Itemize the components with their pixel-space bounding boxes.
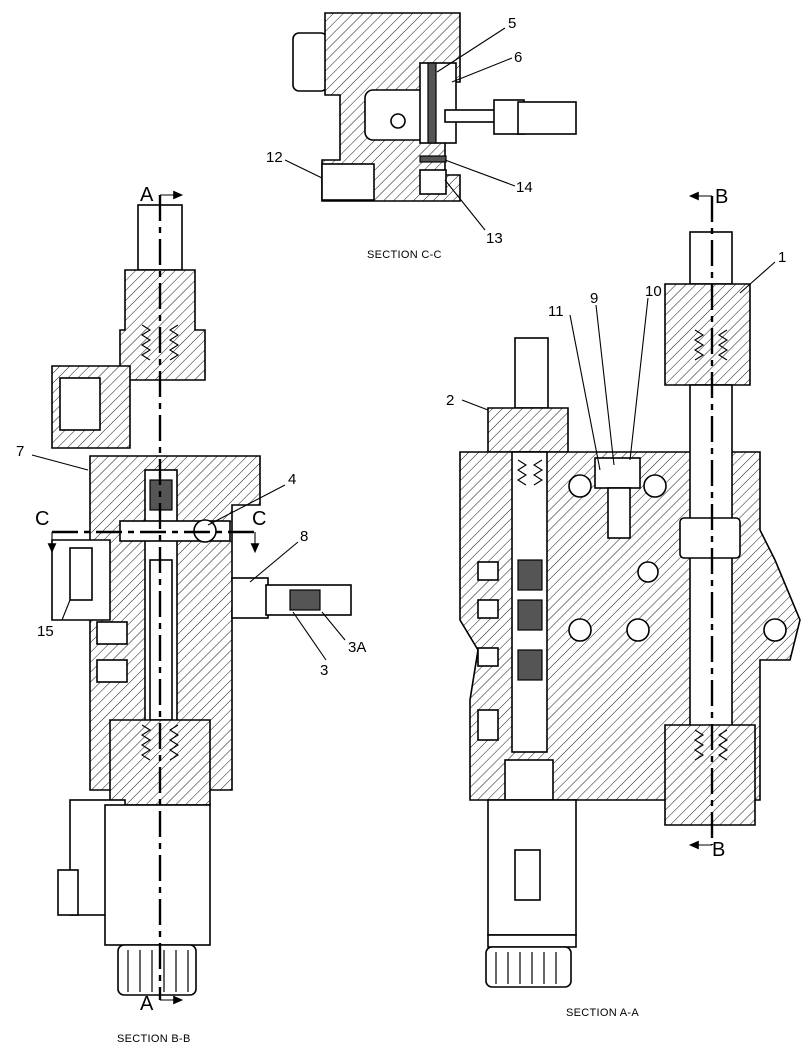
callout-6: 6 (514, 49, 522, 66)
callout-13: 13 (486, 230, 503, 247)
callout-15: 15 (37, 623, 54, 640)
caption-section-a-a: SECTION A-A (566, 1007, 639, 1019)
callout-14: 14 (516, 179, 533, 196)
callout-3: 3 (320, 662, 328, 679)
callout-3a: 3A (348, 639, 366, 656)
caption-section-c-c: SECTION C-C (367, 249, 442, 261)
callout-5: 5 (508, 15, 516, 32)
callout-7: 7 (16, 443, 24, 460)
caption-section-b-b: SECTION B-B (117, 1033, 191, 1045)
callout-8: 8 (300, 528, 308, 545)
cut-letter-a-top: A (140, 184, 154, 206)
section-a-a-view (459, 231, 801, 988)
callout-9: 9 (590, 290, 598, 307)
callout-11: 11 (548, 303, 564, 320)
cut-letter-c-right: C (252, 508, 266, 530)
cut-letter-b-top: B (715, 186, 728, 208)
section-b-b-view (51, 204, 352, 996)
leader-lines (31, 27, 776, 661)
cut-letter-a-bottom: A (140, 993, 154, 1015)
cut-line-a-a (158, 190, 184, 1005)
callout-4: 4 (288, 471, 296, 488)
cut-line-c-c (47, 530, 260, 554)
callout-10: 10 (645, 283, 662, 300)
callout-1: 1 (778, 249, 786, 266)
cut-line-b-b (688, 191, 714, 850)
section-c-c-view (292, 12, 577, 202)
cut-letter-b-bottom: B (712, 839, 725, 861)
callout-2: 2 (446, 392, 454, 409)
cut-letter-c-left: C (35, 508, 49, 530)
callout-12: 12 (266, 149, 283, 166)
